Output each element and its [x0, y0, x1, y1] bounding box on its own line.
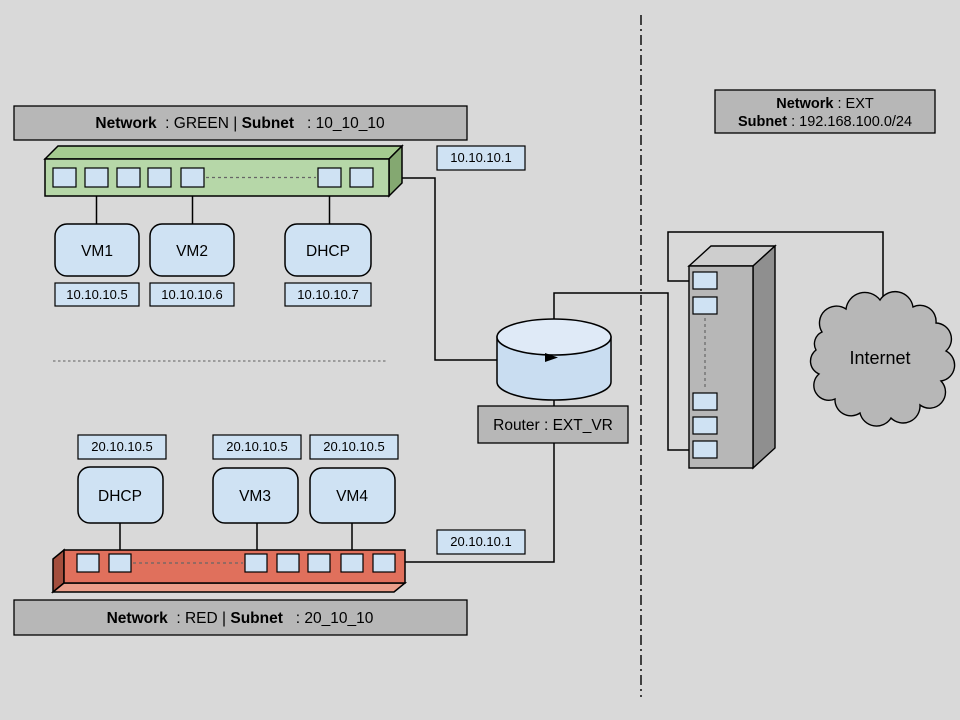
green-gateway-ip-text: 10.10.10.1 [450, 150, 511, 165]
ext-network-zone: Network : EXT Subnet : 192.168.100.0/24 … [687, 89, 956, 470]
router-cylinder-top [496, 318, 612, 356]
ext-server[interactable] [687, 244, 777, 470]
vm2-ip-text: 10.10.10.6 [161, 287, 222, 302]
vm1-label: VM1 [81, 243, 113, 260]
internet-cloud[interactable]: Internet [809, 290, 956, 427]
green-switch-top-face [43, 145, 404, 160]
ext-banner-line2: Subnet : 192.168.100.0/24 [738, 114, 912, 130]
vm2-box [149, 223, 235, 277]
vm2-label: VM2 [176, 243, 208, 260]
vm4-label: VM4 [336, 488, 368, 505]
ext-banner-line1: Network : EXT [776, 96, 874, 112]
red-dhcp-ip-chip[interactable]: 20.10.10.5 [77, 434, 167, 460]
green-dhcp-ip-box [284, 282, 372, 307]
vm4-ip-box [309, 434, 399, 460]
vm1-ip-text: 10.10.10.5 [66, 287, 127, 302]
red-switch-port-3 [244, 553, 268, 573]
red-network-zone: 20.10.10.5 20.10.10.5 20.10.10.5 DHCP VM… [13, 434, 526, 636]
green-switch-port-5 [180, 167, 205, 188]
vm2-ip-chip[interactable]: 10.10.10.6 [149, 282, 235, 307]
vm2-ip-box [149, 282, 235, 307]
red-switch-port-5 [307, 553, 331, 573]
green-network-banner-text: Network : GREEN | Subnet : 10_10_10 [95, 115, 385, 132]
green-switch-port-6 [317, 167, 342, 188]
green-switch-port-7 [349, 167, 374, 188]
green-gateway-chip[interactable]: 10.10.10.1 [436, 145, 526, 171]
ext-network-banner[interactable] [714, 89, 936, 134]
green-switch[interactable] [43, 144, 404, 198]
red-network-banner-text: Network : RED | Subnet : 20_10_10 [107, 610, 374, 627]
router-label-box [477, 405, 629, 444]
red-switch-port-1 [76, 553, 100, 573]
red-network-banner[interactable] [13, 599, 468, 636]
vm1-ip-chip[interactable]: 10.10.10.5 [54, 282, 140, 307]
green-switch-port-2 [84, 167, 109, 188]
red-switch-port-2 [108, 553, 132, 573]
ext-server-port-2 [692, 296, 718, 315]
red-switch-port-4 [276, 553, 300, 573]
vm2-node[interactable]: VM2 [149, 223, 235, 277]
red-switch-bottom-face [50, 582, 408, 593]
red-dhcp-ip-text: 20.10.10.5 [91, 439, 152, 454]
green-dhcp-ip-chip[interactable]: 10.10.10.7 [284, 282, 372, 307]
vm1-box [54, 223, 140, 277]
red-switch[interactable] [50, 548, 408, 594]
router-label-text: Router : EXT_VR [493, 417, 613, 434]
red-dhcp-ip-box [77, 434, 167, 460]
green-switch-port-4 [147, 167, 172, 188]
vm3-box [212, 467, 299, 524]
vm3-node[interactable]: VM3 [212, 467, 299, 524]
vm3-ip-chip[interactable]: 20.10.10.5 [212, 434, 302, 460]
green-network-banner[interactable] [13, 105, 468, 141]
vm4-ip-chip[interactable]: 20.10.10.5 [309, 434, 399, 460]
vm1-ip-box [54, 282, 140, 307]
vm4-ip-text: 20.10.10.5 [323, 439, 384, 454]
red-gateway-chip[interactable]: 20.10.10.1 [436, 529, 526, 555]
internet-label: Internet [849, 348, 910, 368]
ext-server-front-face [688, 265, 754, 469]
vm1-node[interactable]: VM1 [54, 223, 140, 277]
vm3-label: VM3 [239, 488, 271, 505]
green-dhcp-node[interactable]: DHCP [284, 223, 372, 277]
wire-greenswitch-router [373, 177, 497, 361]
wire-router-extserver [553, 292, 693, 451]
green-dhcp-label: DHCP [306, 243, 350, 260]
router-label-chip[interactable]: Router : EXT_VR [477, 405, 629, 444]
red-gateway-box [436, 529, 526, 555]
red-dhcp-box [77, 466, 164, 524]
ext-server-port-5 [692, 440, 718, 459]
red-dhcp-label: DHCP [98, 488, 142, 505]
vm3-ip-box [212, 434, 302, 460]
green-dhcp-ip-text: 10.10.10.7 [297, 287, 358, 302]
ext-server-side-face [752, 244, 776, 470]
router-arrow-icon [545, 353, 558, 362]
ext-server-port-3 [692, 392, 718, 411]
red-switch-port-6 [340, 553, 364, 573]
cloud-shape [809, 290, 956, 427]
ext-server-port-4 [692, 416, 718, 435]
vm4-node[interactable]: VM4 [309, 467, 396, 524]
wire-extserver-internet [667, 231, 884, 300]
wire-redswitch-router [395, 400, 555, 563]
red-switch-port-7 [372, 553, 396, 573]
vm4-box [309, 467, 396, 524]
router-group: Router : EXT_VR [477, 318, 629, 444]
wires [95, 177, 884, 563]
green-gateway-box [436, 145, 526, 171]
green-dhcp-box [284, 223, 372, 277]
red-dhcp-node[interactable]: DHCP [77, 466, 164, 524]
green-switch-port-3 [116, 167, 141, 188]
router-cylinder[interactable] [496, 318, 612, 401]
green-network-zone: Network : GREEN | Subnet : 10_10_10 VM1 … [13, 105, 526, 307]
green-switch-port-1 [52, 167, 77, 188]
vm3-ip-text: 20.10.10.5 [226, 439, 287, 454]
ext-server-port-1 [692, 271, 718, 290]
red-gateway-ip-text: 20.10.10.1 [450, 534, 511, 549]
